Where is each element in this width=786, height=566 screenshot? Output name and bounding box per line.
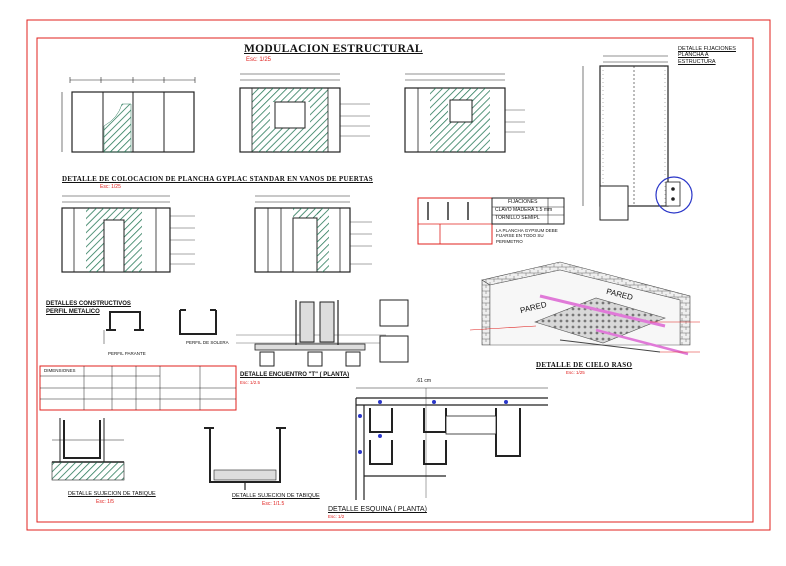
dimensions-table (39, 365, 237, 411)
profile-details (103, 309, 217, 344)
base-detail-left (51, 418, 125, 481)
t-detail-title: DETALLE ENCUENTRO "T" ( PLANTA) (240, 372, 350, 378)
fasteners-note: LA PLANCHA GYPSUM DEBE FIJARSE EN TODO S… (496, 228, 558, 244)
base-right-scale: Esc: 1/1.5 (262, 501, 285, 507)
elevation-panel-2 (239, 73, 370, 153)
door-section-title: DETALLE DE COLOCACION DE PLANCHA GYPLAC … (62, 175, 373, 183)
corner-scale: Esc: 1/2 (328, 514, 345, 519)
elevation-panel-1 (61, 77, 196, 153)
base-left-title: DETALLE SUJECION DE TABIQUE (68, 491, 156, 497)
fixings-elevation (582, 55, 693, 221)
base-right-title: DETALLE SUJECION DE TABIQUE (232, 493, 320, 499)
profile-right-label: PERFIL DE SOLERA (186, 340, 229, 345)
profile-left-label: PERFIL PARANTE (108, 351, 146, 356)
t-junction-plan (236, 299, 409, 367)
base-detail-right (204, 427, 286, 490)
door-elevation-1 (61, 195, 195, 273)
ceiling-title: DETALLE DE CIELO RASO (536, 361, 633, 369)
elevation-panel-3 (404, 73, 525, 153)
t-detail-scale: Esc: 1/2.5 (240, 380, 261, 385)
fasteners-header: FIJACIONES (508, 199, 538, 205)
main-title: MODULACION ESTRUCTURAL (244, 43, 423, 55)
right-panel-title: DETALLE FIJACIONES PLANCHA A ESTRUCTURA (678, 46, 736, 65)
corner-title: DETALLE ESQUINA ( PLANTA) (328, 506, 427, 513)
outer-border-line (26, 19, 771, 531)
fasteners-row-2: TORNILLO SEMIPL (495, 215, 540, 221)
door-elevation-2 (254, 195, 372, 273)
base-left-scale: Esc: 1/5 (96, 499, 115, 505)
main-scale: Esc: 1/25 (246, 57, 272, 63)
corner-dimension: .61 cm (416, 378, 432, 384)
door-section-scale: Esc: 1/25 (100, 184, 121, 190)
ceiling-isometric (469, 261, 700, 356)
inner-border-line (36, 37, 754, 523)
constructive-title: DETALLES CONSTRUCTIVOS PERFIL METALICO (46, 301, 131, 315)
detail-callout-circle (655, 176, 693, 214)
corner-plan (355, 387, 548, 500)
dimensions-table-header: DIMENSIONES (44, 368, 76, 373)
ceiling-scale: Esc: 1/25 (566, 370, 585, 375)
fasteners-table (417, 197, 565, 245)
fasteners-row-1: CLAVO MADERA 1.5 mm (495, 207, 553, 213)
